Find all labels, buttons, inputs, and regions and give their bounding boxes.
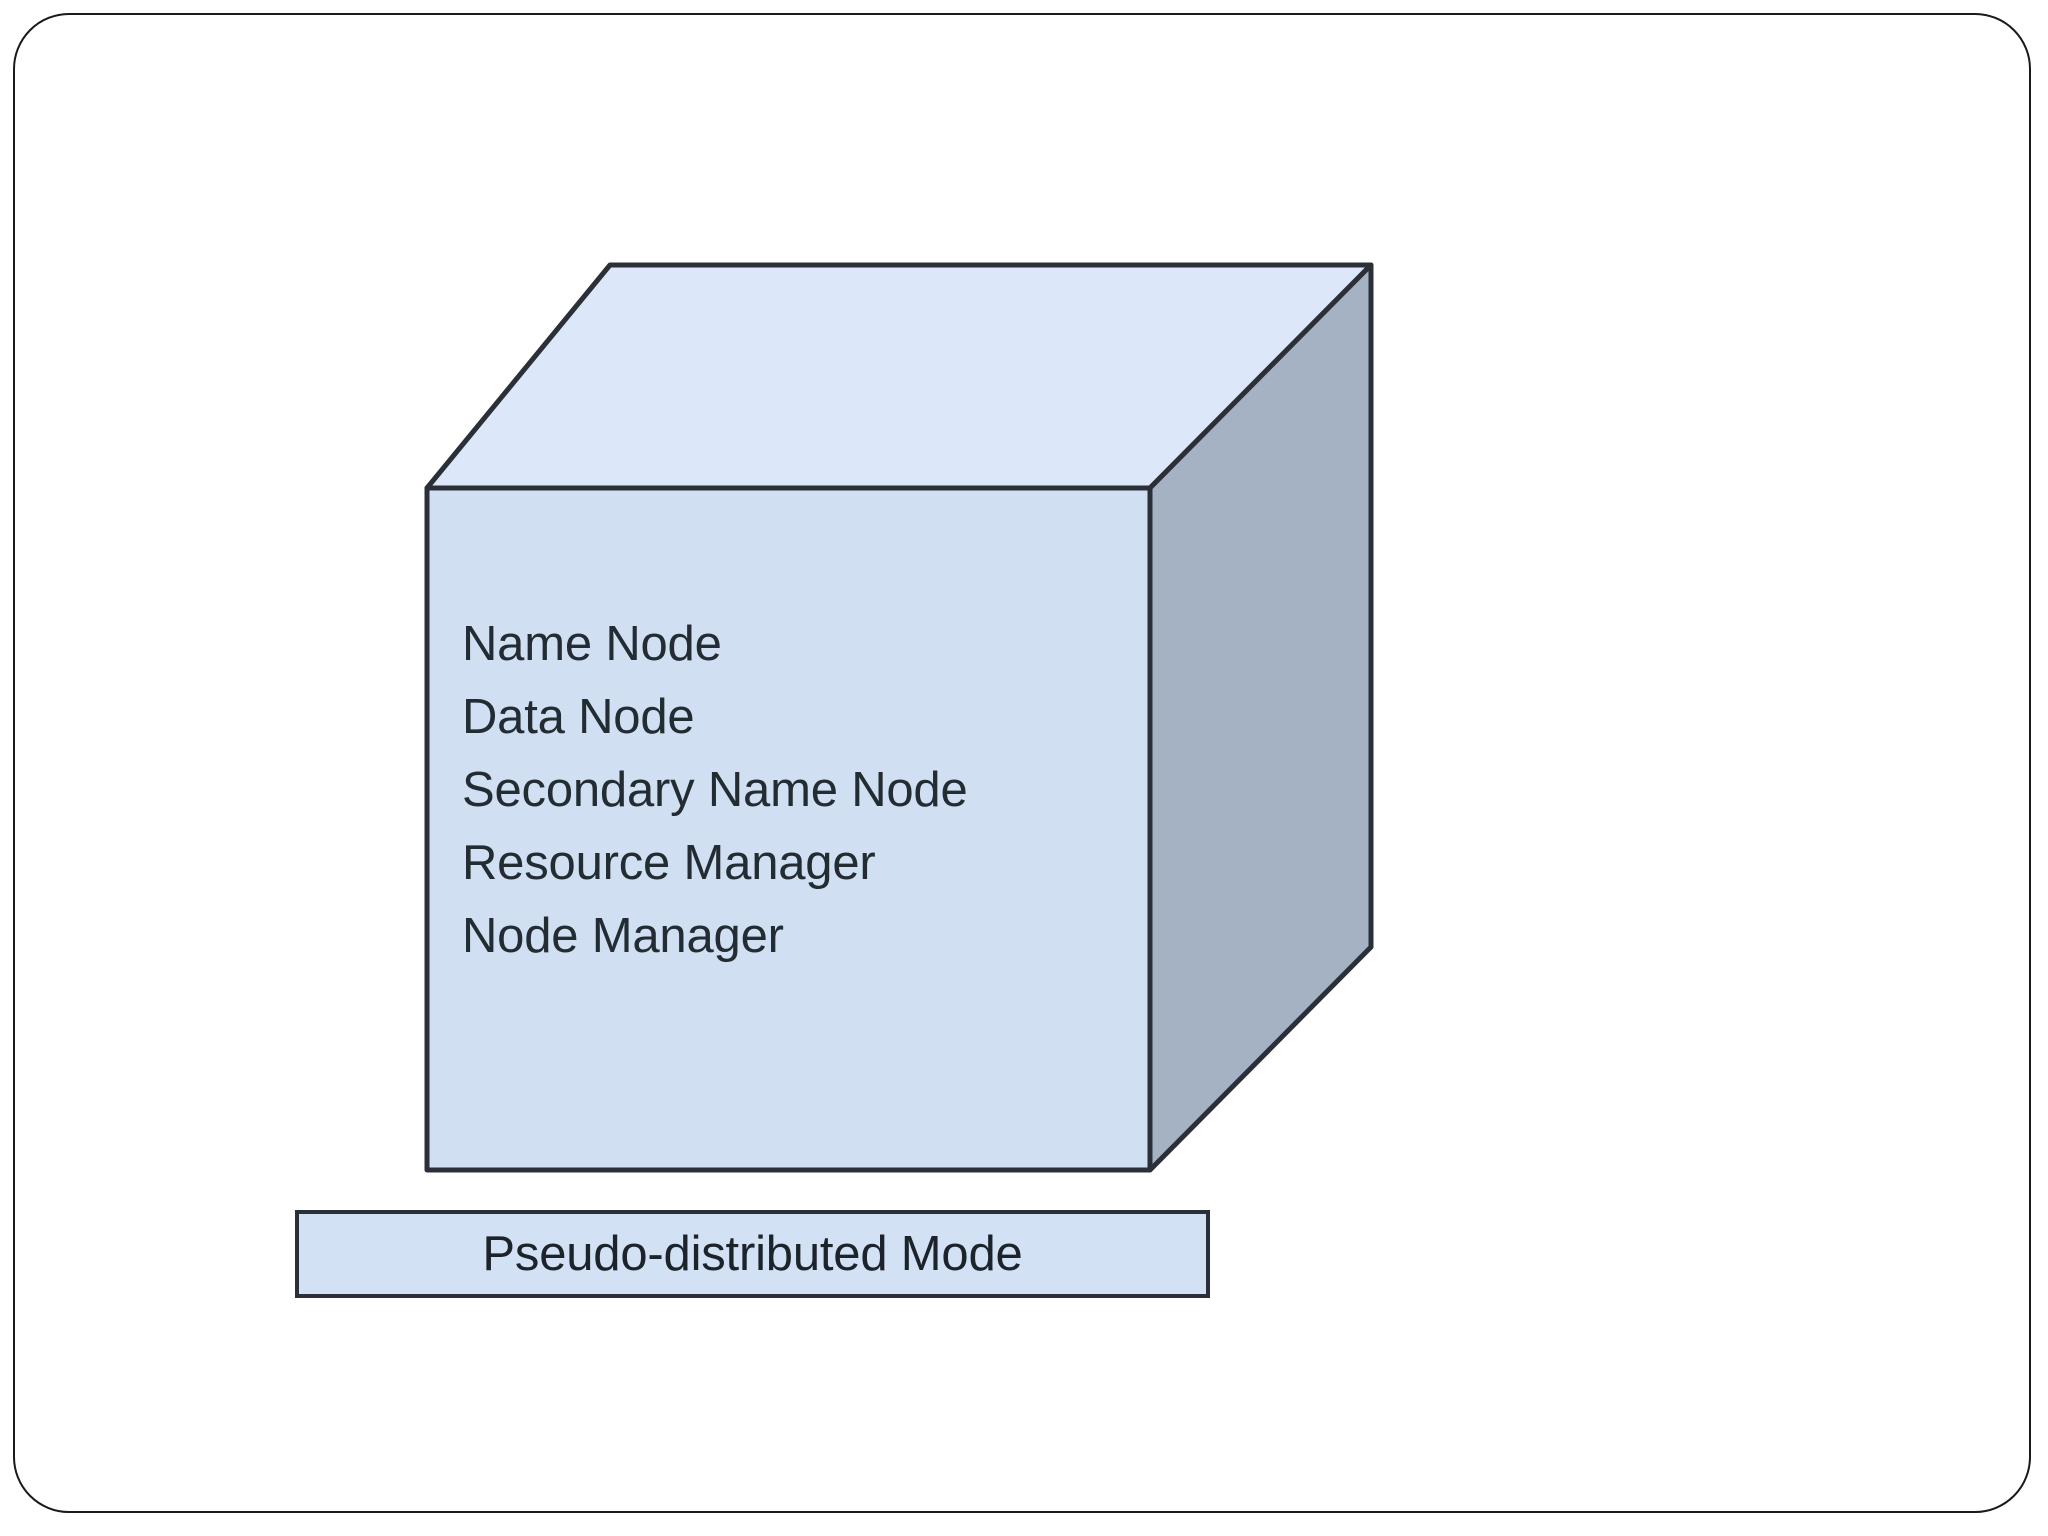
cube-front-face <box>424 485 1153 1173</box>
service-label-list: Name Node Data Node Secondary Name Node … <box>462 608 1122 973</box>
service-label-secondary-name-node: Secondary Name Node <box>462 763 968 817</box>
service-label-data-node: Data Node <box>462 690 695 744</box>
service-label-name-node: Name Node <box>462 617 722 671</box>
service-label-resource-manager: Resource Manager <box>462 836 876 890</box>
service-label-node-manager: Node Manager <box>462 909 784 963</box>
mode-caption-bar: Pseudo-distributed Mode <box>295 1210 1210 1298</box>
mode-caption-label: Pseudo-distributed Mode <box>482 1227 1023 1281</box>
